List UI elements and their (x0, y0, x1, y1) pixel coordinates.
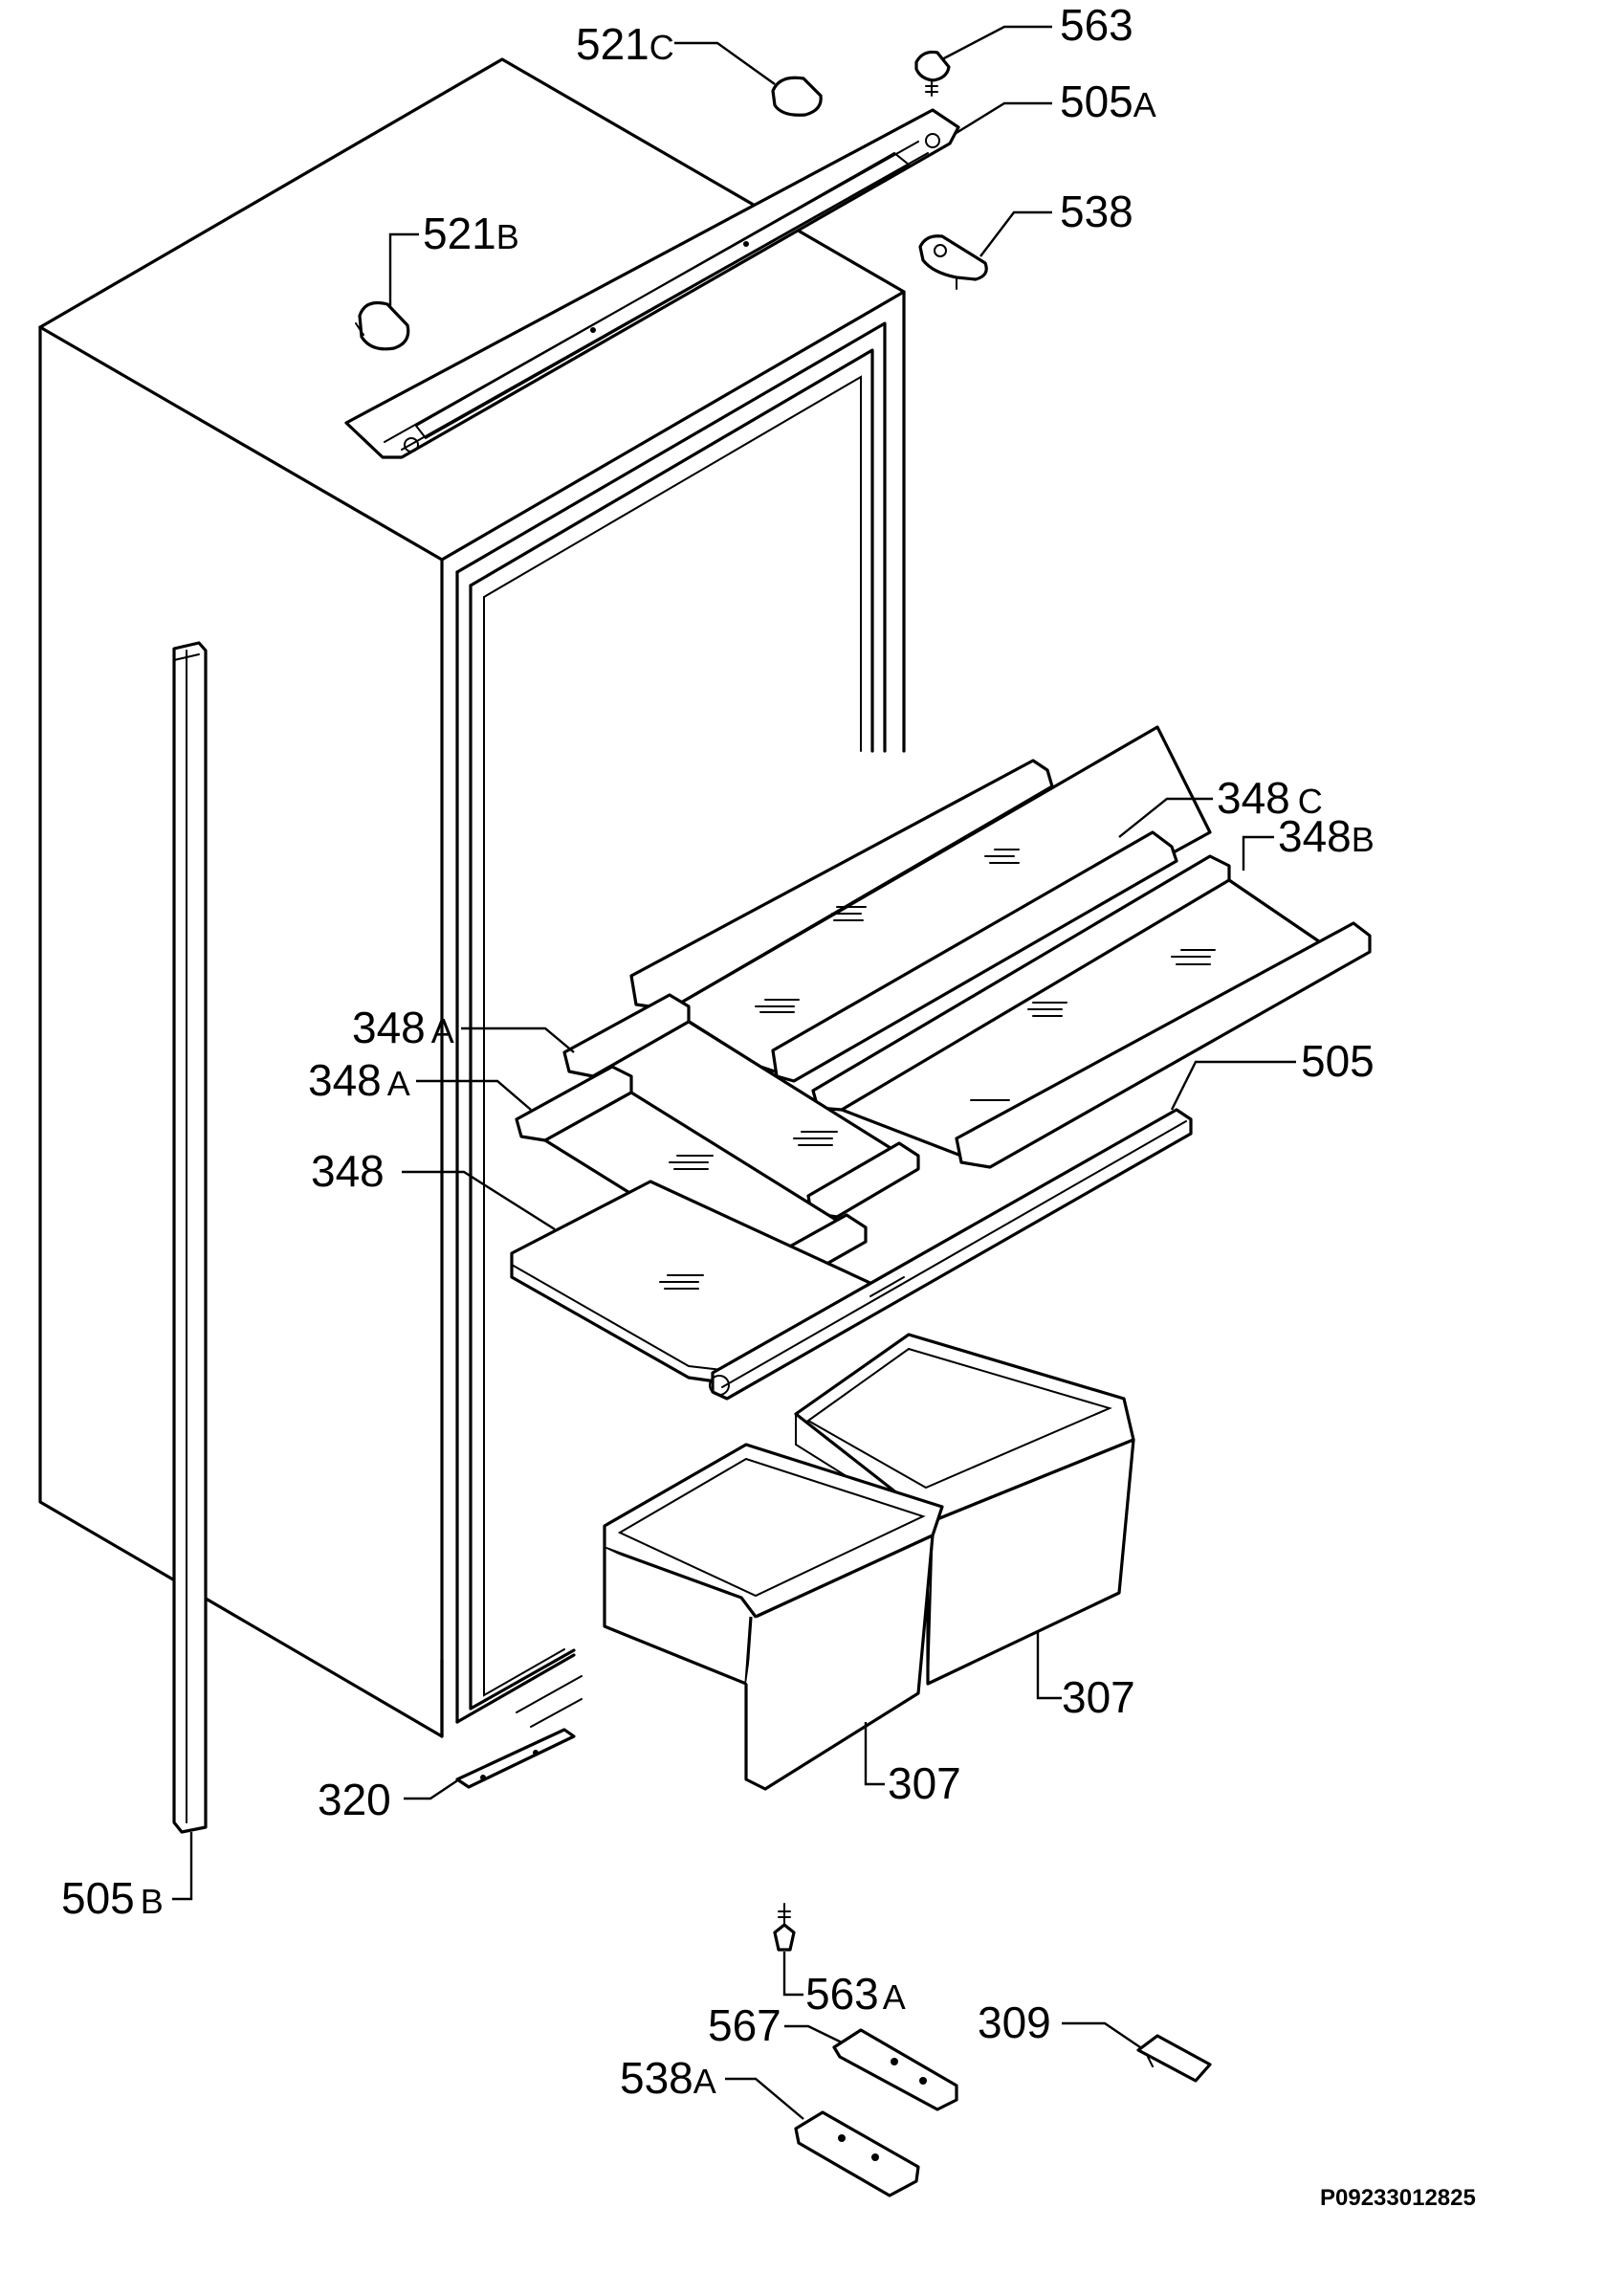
part-label-505a: 505 (1060, 77, 1133, 126)
svg-text:521C: 521C (576, 19, 674, 69)
cap-521b (355, 300, 410, 351)
svg-text:348B: 348B (1278, 811, 1375, 861)
screw-563 (914, 50, 951, 97)
part-label-307-rear: 307 (1062, 1672, 1135, 1722)
part-label-538: 538 (1060, 187, 1133, 236)
svg-text:563: 563 (1060, 0, 1133, 50)
leader-lines (172, 25, 1296, 2120)
svg-text:309: 309 (978, 1998, 1051, 2047)
part-label-563: 563 (1060, 0, 1133, 50)
svg-text:538A: 538A (620, 2053, 716, 2103)
bin-307-front (603, 1443, 944, 1791)
part-label-309: 309 (978, 1998, 1051, 2047)
part-label-348c: 348 (1217, 773, 1290, 823)
svg-text:307: 307 (888, 1758, 961, 1808)
refrigerator-cabinet (38, 57, 906, 1738)
top-trim-strip-505a (344, 108, 960, 459)
part-label-348: 348 (311, 1146, 385, 1196)
svg-text:307: 307 (1062, 1672, 1135, 1722)
part-label-567: 567 (708, 2000, 781, 2050)
part-label-521b: 521 (423, 209, 496, 258)
svg-text:505A: 505A (1060, 77, 1156, 126)
shelf-348c (629, 725, 1212, 1083)
screw-563a (773, 1903, 796, 1952)
hinge-567 (832, 2028, 958, 2111)
svg-text:521B: 521B (423, 209, 519, 258)
shelf-front-trim-505 (709, 1108, 1193, 1401)
svg-text:320: 320 (318, 1775, 391, 1824)
part-label-505: 505 (1301, 1036, 1375, 1086)
part-label-505b: 505 (61, 1873, 135, 1923)
drawing-code: P09233012825 (1320, 2185, 1476, 2211)
shelf-348b (811, 854, 1372, 1169)
svg-text:505: 505 (1301, 1036, 1375, 1086)
svg-text:567: 567 (708, 2000, 781, 2050)
bracket-538 (918, 234, 988, 290)
part-label-538a: 538 (620, 2053, 693, 2103)
svg-text:348: 348 (311, 1146, 385, 1196)
cap-521c (771, 76, 823, 117)
part-label-348a-upper: 348 (352, 1003, 426, 1052)
part-label-563a: 563 (805, 1969, 879, 2019)
part-label-320: 320 (318, 1775, 391, 1824)
part-label-521c: 521 (576, 19, 649, 69)
part-label-348b: 348 (1278, 811, 1352, 861)
cover-309 (1136, 2034, 1212, 2083)
svg-text:538: 538 (1060, 187, 1133, 236)
hinge-bracket-320 (455, 1728, 576, 1789)
part-label-307-front: 307 (888, 1758, 961, 1808)
hinge-538a (794, 2110, 920, 2197)
door-trim-strip-505b (172, 641, 208, 1834)
part-label-348a-lower: 348 (308, 1055, 382, 1105)
